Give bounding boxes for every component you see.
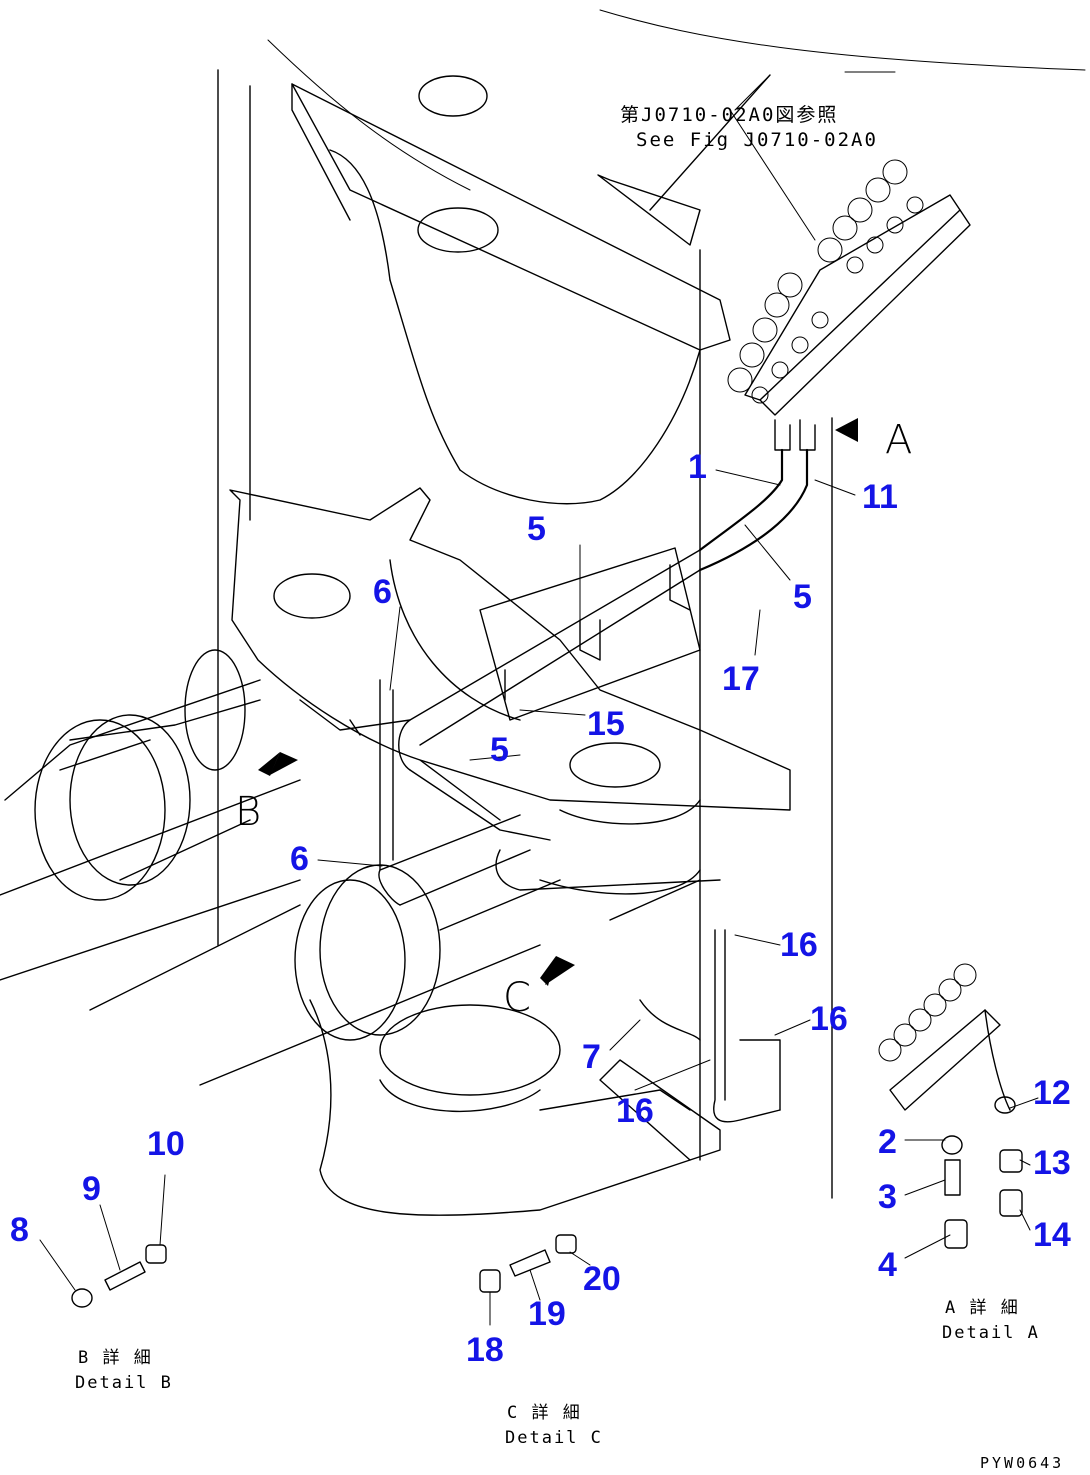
callout-6-upper: 6 xyxy=(373,573,392,611)
callout-15: 15 xyxy=(587,705,625,743)
callout-13: 13 xyxy=(1033,1144,1071,1182)
callout-6-lower: 6 xyxy=(290,840,309,878)
callout-8: 8 xyxy=(10,1211,29,1249)
callout-14: 14 xyxy=(1033,1216,1071,1254)
mount-plate xyxy=(229,487,791,811)
callout-9: 9 xyxy=(82,1170,101,1208)
upper-frame xyxy=(291,74,771,721)
callout-11: 11 xyxy=(862,478,898,516)
callout-2: 2 xyxy=(878,1123,897,1161)
axle xyxy=(0,649,561,1086)
callout-7: 7 xyxy=(582,1038,601,1076)
drawing-number: PYW0643 xyxy=(980,1454,1065,1472)
grease-hoses xyxy=(299,448,809,1123)
view-letter-b: B xyxy=(235,789,262,835)
frame-lines xyxy=(217,9,1086,1199)
detail-a-caption-jp: A 詳 細 xyxy=(945,1298,1020,1318)
detail-a-parts xyxy=(878,963,1023,1249)
view-letter-c: C xyxy=(503,975,531,1021)
callout-16-right: 16 xyxy=(810,1000,848,1038)
leader-lines xyxy=(39,469,1039,1326)
callout-20: 20 xyxy=(583,1260,621,1298)
detail-b-parts xyxy=(71,1244,167,1308)
detail-c-parts xyxy=(479,1234,577,1293)
callout-1: 1 xyxy=(688,448,707,486)
grease-block-main xyxy=(727,74,971,451)
detail-a-caption-en: Detail A xyxy=(942,1323,1040,1343)
view-letter-a: A xyxy=(885,417,913,463)
callout-5-right: 5 xyxy=(793,578,812,616)
lower-housing xyxy=(309,799,721,1216)
detail-c-caption-en: Detail C xyxy=(505,1428,603,1448)
callout-4: 4 xyxy=(878,1246,897,1284)
detail-c-caption-jp: C 詳 細 xyxy=(507,1403,582,1423)
callout-10: 10 xyxy=(147,1125,185,1163)
callout-3: 3 xyxy=(878,1178,897,1216)
callout-12: 12 xyxy=(1033,1074,1071,1112)
callout-16-lower: 16 xyxy=(616,1092,654,1130)
callout-18: 18 xyxy=(466,1331,504,1369)
callout-19: 19 xyxy=(528,1295,566,1333)
reference-note-en: See Fig J0710-02A0 xyxy=(636,129,878,151)
callout-16-upper: 16 xyxy=(780,926,818,964)
callout-5-lower: 5 xyxy=(490,731,509,769)
callout-5-upper: 5 xyxy=(527,510,546,548)
detail-b-caption-en: Detail B xyxy=(75,1373,173,1393)
view-arrows xyxy=(258,418,858,986)
callout-17: 17 xyxy=(722,660,760,698)
reference-note-jp: 第J0710-02A0図参照 xyxy=(620,104,839,126)
detail-b-caption-jp: B 詳 細 xyxy=(78,1348,153,1368)
